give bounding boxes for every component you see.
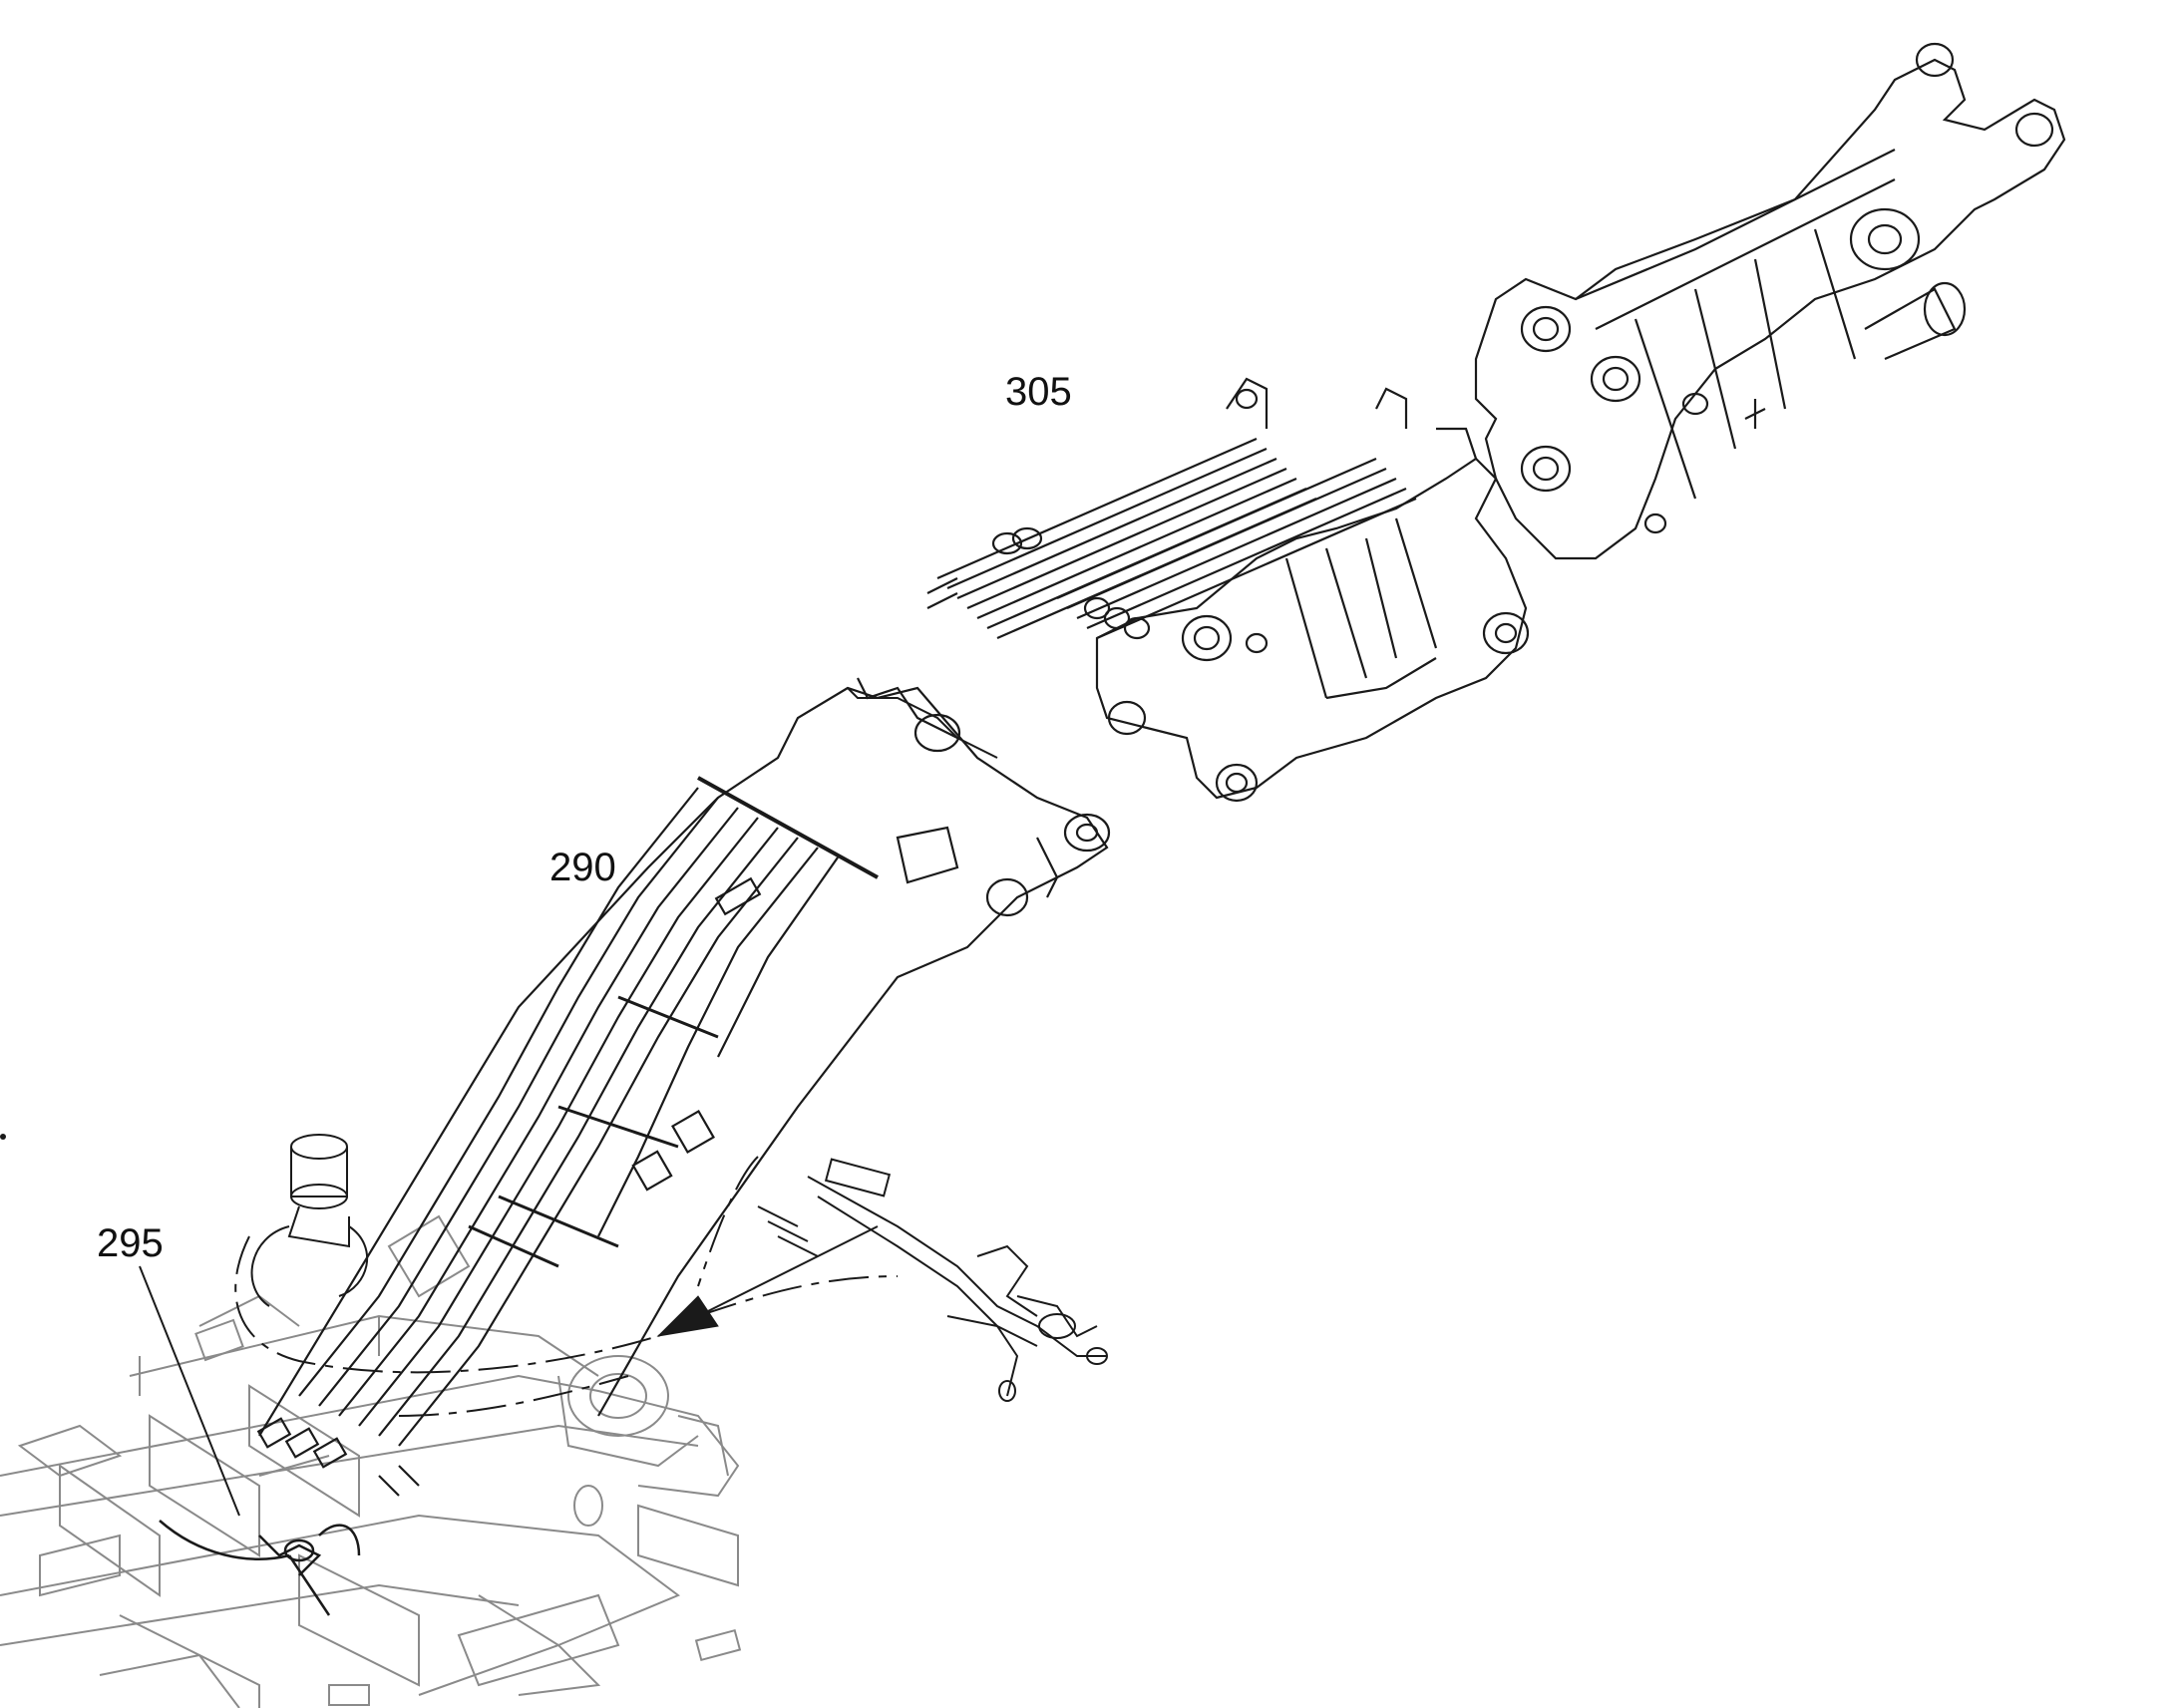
direction-arrow [656,1225,879,1337]
callout-label-305: 305 [1005,370,1072,414]
callout-label-295: 295 [97,1221,164,1265]
boom-base-section [1474,42,2066,560]
hose-kit-assembly [926,377,1530,803]
chassis-frame [0,1214,742,1708]
wiring-harness [757,1158,1108,1402]
solenoid-unit [250,1134,368,1307]
routing-dashed-lines [234,1156,899,1417]
callout-label-290: 290 [549,846,616,889]
lower-harness [159,1520,361,1616]
leader-lines [139,1265,240,1517]
stray-dot [0,1134,6,1140]
boom-assembly [256,677,1111,1497]
